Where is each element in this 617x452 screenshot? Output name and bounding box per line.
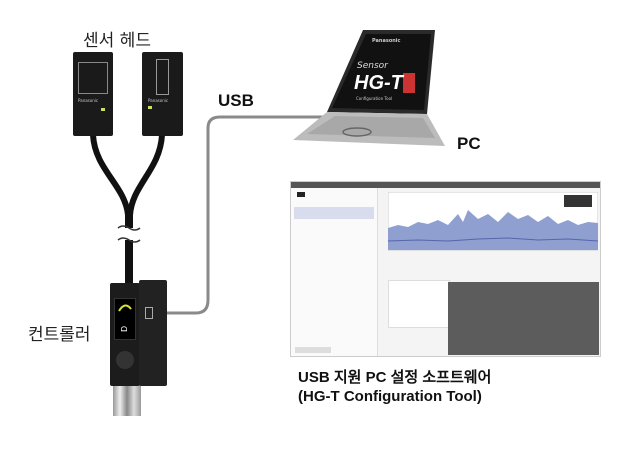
laptop-brand: Panasonic <box>372 38 401 44</box>
controller-label: 컨트롤러 <box>28 325 91 345</box>
caption-line2: (HG-T Configuration Tool) <box>298 388 482 405</box>
sensor-head-label: 센서 헤드 <box>83 31 151 51</box>
chart-legend <box>564 195 592 207</box>
chart-line-series <box>388 237 598 242</box>
cable-break-icon <box>117 225 141 243</box>
led-indicator <box>101 108 105 111</box>
value-list <box>388 280 450 328</box>
sensor-cable-right <box>127 134 165 216</box>
laptop-sensor-text: Sensor <box>357 61 388 71</box>
usb-label: USB <box>218 91 254 110</box>
controller-display: D <box>114 298 136 340</box>
din-rail <box>113 386 141 416</box>
svg-text:D: D <box>120 326 129 332</box>
usb-cable <box>150 115 330 315</box>
sensor-brand: Panasonic <box>78 98 99 103</box>
device-tree-item-selected <box>294 207 374 219</box>
device-tree-pane <box>291 188 378 356</box>
sensor-window <box>78 62 108 94</box>
software-titlebar <box>291 182 600 188</box>
laptop-config-text: Configuration Tool <box>356 96 393 101</box>
software-screenshot <box>290 181 601 357</box>
pane-buttons <box>295 347 331 353</box>
controller-icon <box>297 192 305 197</box>
controller-keypad <box>116 351 134 369</box>
sensor-cable-left <box>90 134 131 216</box>
sensor-head-left: Panasonic <box>73 52 113 136</box>
sensor-brand: Panasonic <box>148 98 169 103</box>
usb-communication-unit <box>139 280 167 386</box>
pc-label: PC <box>457 134 481 153</box>
laptop-pc <box>293 30 445 146</box>
controller-main-unit: D <box>110 283 140 386</box>
dark-panel <box>448 282 599 355</box>
laptop-hgt-text: HG-T <box>354 72 403 94</box>
sensor-window <box>156 59 169 95</box>
sensor-head-right: Panasonic <box>142 52 183 136</box>
led-indicator <box>148 106 152 109</box>
usb-port <box>145 307 153 319</box>
caption-line1: USB 지원 PC 설정 소프트웨어 <box>298 369 492 386</box>
measurement-chart <box>388 192 598 251</box>
